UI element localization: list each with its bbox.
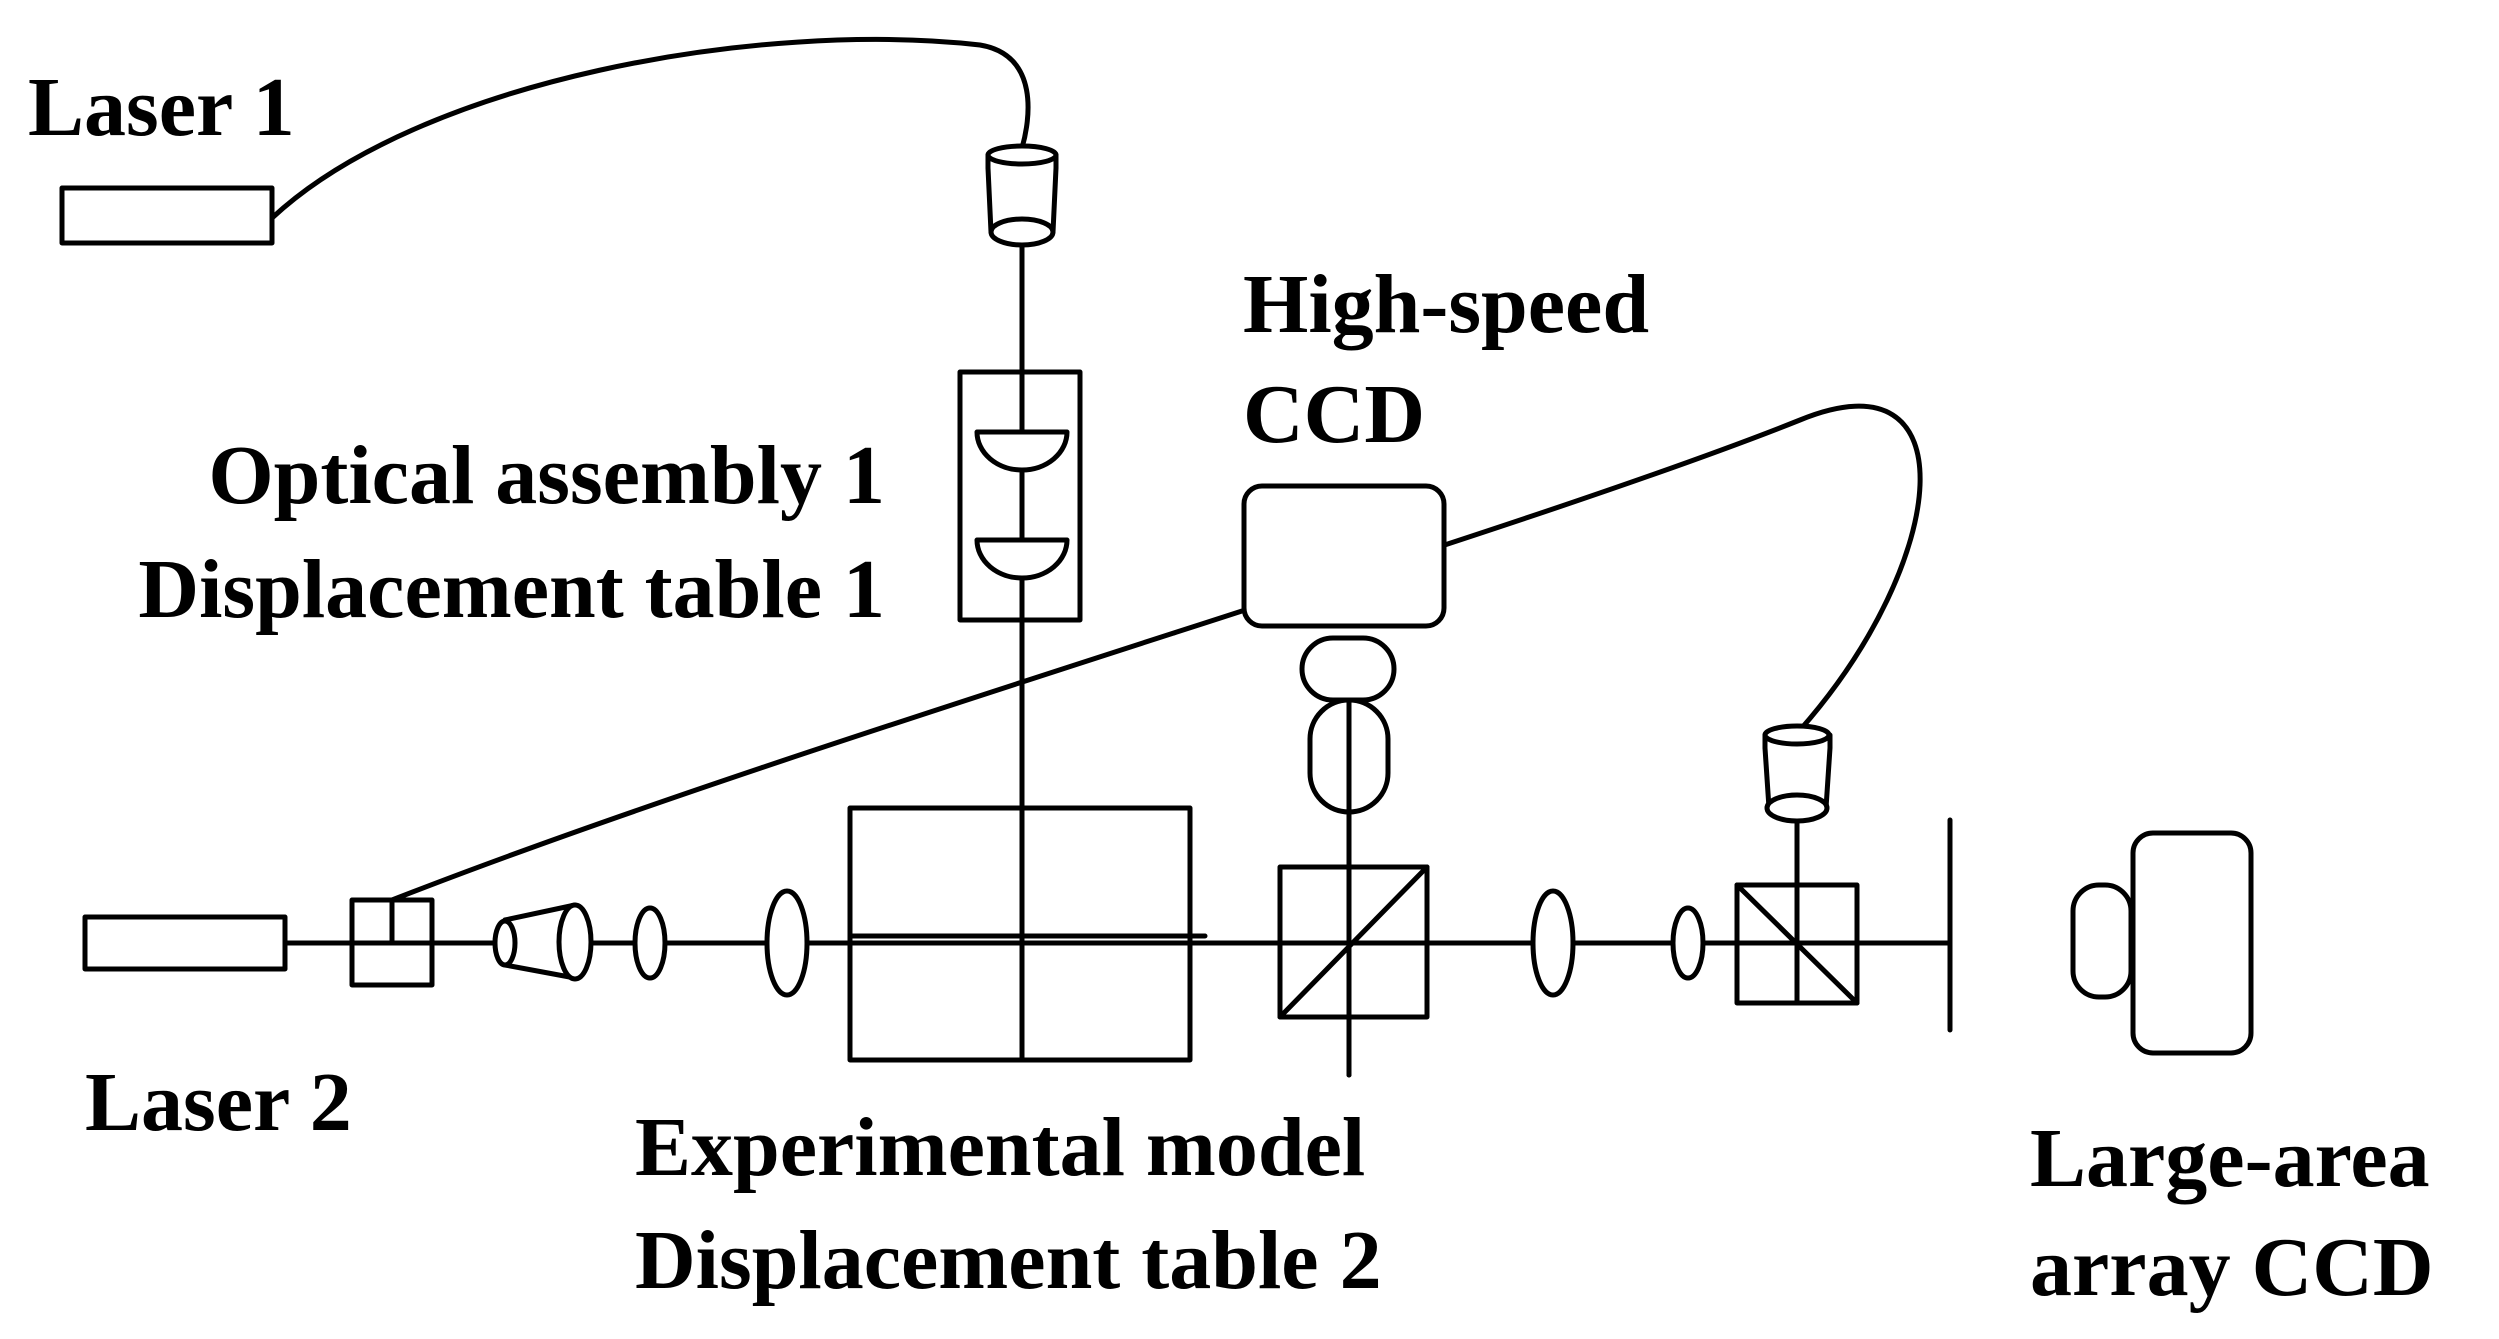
fiber-collimator-2	[1762, 723, 1833, 888]
label-high-speed-ccd: CCD	[1243, 368, 1425, 461]
laser-2	[82, 914, 288, 972]
fiber-laser2	[389, 403, 1923, 903]
label-high-speed: High-speed	[1243, 258, 1649, 351]
label-array-ccd: array CCD	[2030, 1221, 2434, 1314]
beam-expander	[492, 902, 594, 982]
label-experimental-model: Experimental model	[635, 1101, 1365, 1194]
lens-4	[1670, 905, 1706, 981]
label-displacement-table-1: Displacement table 1	[138, 543, 885, 636]
beam-splitter-2	[1734, 882, 1860, 1006]
large-area-array-ccd	[2070, 830, 2254, 1056]
fiber-collimator-1	[985, 143, 1059, 248]
label-large-area: Large-area	[2030, 1112, 2430, 1205]
label-laser-1: Laser 1	[28, 61, 295, 154]
high-speed-ccd	[1241, 483, 1447, 815]
lens-1	[632, 905, 668, 981]
label-optical-assembly-1: Optical assembly 1	[208, 429, 885, 522]
beam-splitter-1	[1277, 809, 1430, 1078]
laser-1	[59, 185, 275, 246]
optical-assembly-1	[957, 369, 1083, 623]
lens-2	[764, 888, 810, 998]
experimental-model	[847, 805, 1208, 1063]
label-laser-2: Laser 2	[85, 1056, 352, 1149]
fiber-coupler-box	[349, 897, 435, 988]
label-displacement-table-2: Displacement table 2	[635, 1214, 1382, 1307]
fiber-laser1	[269, 36, 1031, 221]
lens-3	[1530, 888, 1576, 998]
